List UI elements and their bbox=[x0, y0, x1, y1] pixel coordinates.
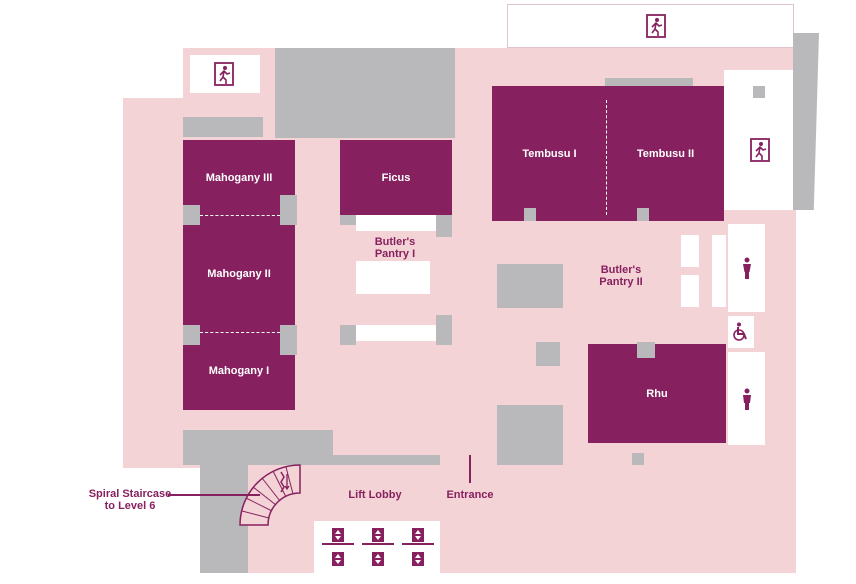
butlers-pantry-2-label: Butler's Pantry II bbox=[599, 264, 643, 288]
grey-col-east bbox=[753, 86, 765, 98]
pantry1-counter-bottom bbox=[356, 325, 436, 341]
wheelchair-accessible-icon bbox=[732, 322, 750, 342]
divider-mahogany-iii-ii bbox=[200, 215, 280, 216]
pantry1-counter-top bbox=[356, 215, 436, 231]
room-tembusu-ii[interactable]: Tembusu II bbox=[607, 86, 724, 221]
lift-bank bbox=[314, 521, 440, 573]
grey-lobby-bar bbox=[330, 455, 440, 465]
emergency-exit-icon bbox=[214, 62, 234, 86]
lift-2[interactable] bbox=[362, 525, 394, 545]
northwest-exit-area bbox=[190, 55, 260, 93]
entrance-label[interactable]: Entrance bbox=[446, 489, 494, 501]
pantry2-counter-1 bbox=[681, 235, 699, 267]
spiral-staircase-leader bbox=[168, 494, 260, 496]
restroom-south[interactable] bbox=[728, 352, 765, 445]
grey-block-small bbox=[536, 342, 560, 366]
lift-3[interactable] bbox=[402, 525, 434, 545]
lift-6[interactable] bbox=[402, 549, 434, 569]
grey-east-wall bbox=[793, 33, 819, 210]
grey-block-entrance bbox=[497, 405, 563, 465]
grey-south-wall bbox=[183, 430, 333, 465]
col-tembusu-1 bbox=[524, 208, 536, 221]
lift-icon bbox=[412, 528, 424, 542]
room-mahogany-iii-label: Mahogany III bbox=[205, 171, 273, 184]
restroom-north[interactable] bbox=[728, 224, 765, 312]
lift-icon bbox=[372, 552, 384, 566]
north-exit-area bbox=[507, 4, 794, 48]
lift-5[interactable] bbox=[362, 549, 394, 569]
grey-col-pantry-left bbox=[340, 325, 356, 345]
col-tembusu-2 bbox=[637, 208, 649, 221]
restroom-icon bbox=[741, 388, 753, 410]
divider-tembusu bbox=[606, 100, 607, 215]
room-ficus-label: Ficus bbox=[381, 171, 411, 184]
emergency-exit-icon bbox=[646, 14, 666, 38]
col-rhu-top bbox=[637, 342, 655, 358]
col-mahogany-3 bbox=[183, 325, 200, 345]
pantry2-counter-3 bbox=[712, 235, 726, 307]
grey-block-pantry2 bbox=[497, 264, 563, 308]
room-mahogany-iii[interactable]: Mahogany III bbox=[183, 140, 295, 215]
grey-col-rhu bbox=[632, 453, 644, 465]
room-mahogany-ii[interactable]: Mahogany II bbox=[183, 215, 295, 332]
accessible-restroom[interactable] bbox=[728, 316, 754, 348]
lift-icon bbox=[332, 552, 344, 566]
core-north bbox=[275, 48, 455, 138]
lift-icon bbox=[332, 528, 344, 542]
room-mahogany-i-label: Mahogany I bbox=[208, 365, 270, 377]
col-mahogany-4 bbox=[280, 325, 297, 355]
spiral-staircase-drawing bbox=[238, 463, 302, 527]
room-tembusu-i[interactable]: Tembusu I bbox=[492, 86, 607, 221]
room-mahogany-ii-label: Mahogany II bbox=[207, 267, 271, 280]
pantry1-counter-mid bbox=[356, 261, 430, 294]
divider-mahogany-ii-i bbox=[200, 332, 280, 333]
column-west-top bbox=[183, 117, 263, 137]
room-tembusu-i-label: Tembusu I bbox=[522, 147, 577, 160]
spiral-staircase-label: Spiral Staircase to Level 6 bbox=[88, 488, 172, 512]
lift-icon bbox=[412, 552, 424, 566]
lift-lobby-label: Lift Lobby bbox=[348, 489, 402, 501]
room-rhu[interactable]: Rhu bbox=[588, 344, 726, 443]
room-mahogany-i[interactable]: Mahogany I bbox=[183, 332, 295, 410]
lift-1[interactable] bbox=[322, 525, 354, 545]
butlers-pantry-1-label: Butler's Pantry I bbox=[374, 236, 416, 260]
room-ficus[interactable]: Ficus bbox=[340, 140, 452, 215]
room-rhu-label: Rhu bbox=[646, 387, 668, 400]
entrance-marker bbox=[469, 455, 471, 483]
lift-icon bbox=[372, 528, 384, 542]
floor-east-strip bbox=[765, 210, 796, 468]
col-mahogany-1 bbox=[183, 205, 200, 225]
pantry2-counter-2 bbox=[681, 275, 699, 307]
emergency-exit-icon bbox=[750, 138, 770, 162]
restroom-icon bbox=[741, 257, 753, 279]
grey-col-ficus-right bbox=[436, 215, 452, 237]
col-mahogany-2 bbox=[280, 195, 297, 225]
grey-col-pantry-right bbox=[436, 315, 452, 345]
lift-4[interactable] bbox=[322, 549, 354, 569]
stairs-icon bbox=[277, 470, 291, 494]
room-tembusu-ii-label: Tembusu II bbox=[636, 147, 695, 160]
